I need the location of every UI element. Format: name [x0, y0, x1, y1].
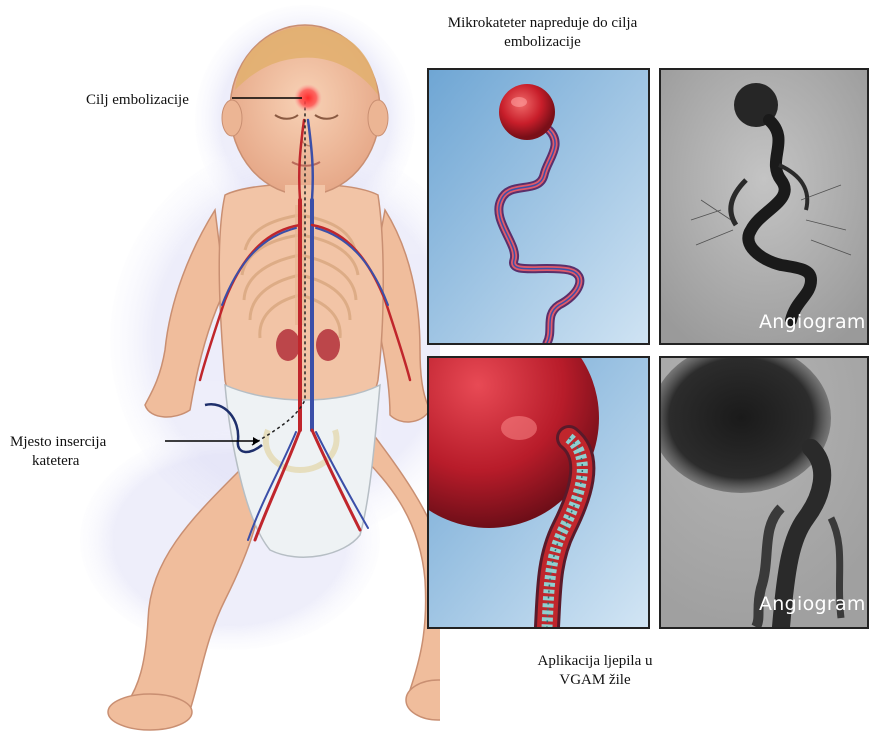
- glue-coil-vessel-illustration: [429, 358, 648, 627]
- top-caption: Mikrokateter napreduje do cilja emboliza…: [430, 14, 655, 52]
- insertion-label-line2: katetera: [10, 452, 106, 471]
- bottom-caption: Aplikacija ljepila u VGAM žile: [505, 652, 685, 690]
- microcatheter-panel: [427, 68, 650, 345]
- bottom-caption-line1: Aplikacija ljepila u: [505, 652, 685, 671]
- microcatheter-vessel-illustration: [429, 70, 648, 343]
- insertion-label-line1: Mjesto insercija: [10, 433, 106, 452]
- angiogram-bottom-image: [661, 358, 867, 627]
- angiogram-bottom-panel: Angiogram: [659, 356, 869, 629]
- insertion-label: Mjesto insercija katetera: [10, 433, 106, 471]
- angiogram-top-label: Angiogram: [759, 311, 866, 333]
- glue-panel: [427, 356, 650, 629]
- target-pointer-line: [232, 95, 302, 101]
- target-label: Cilj embolizacije: [86, 91, 189, 110]
- bottom-caption-line2: VGAM žile: [505, 671, 685, 690]
- insertion-pointer-line: [165, 436, 260, 446]
- angiogram-top-image: [661, 70, 867, 343]
- angiogram-top-panel: Angiogram: [659, 68, 869, 345]
- angiogram-bottom-label: Angiogram: [759, 593, 866, 615]
- infant-illustration: [0, 0, 440, 742]
